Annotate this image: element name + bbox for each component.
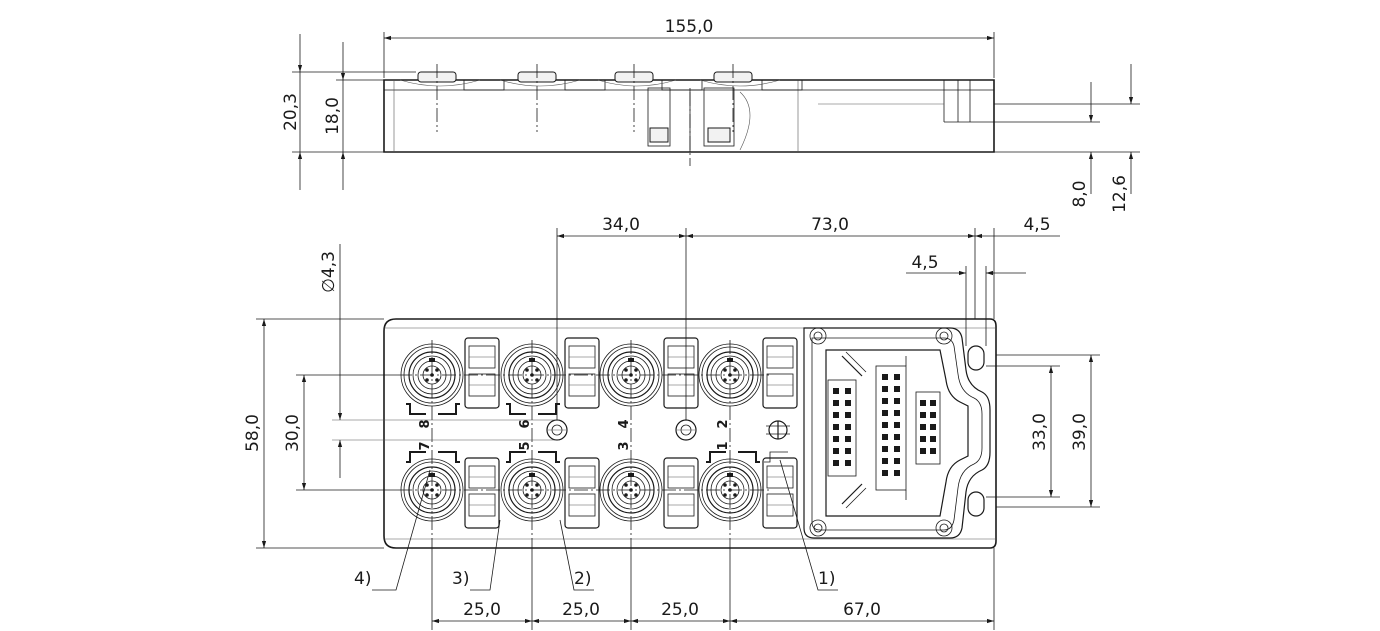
dim-height-body: 18,0	[323, 97, 343, 135]
dim-height-total: 20,3	[281, 93, 301, 131]
port-number-2: 2	[716, 419, 731, 428]
callout-2: 2)	[574, 569, 591, 589]
dim-slot-39: 39,0	[1070, 413, 1090, 451]
dim-side-12-6: 12,6	[1110, 175, 1130, 213]
dim-span-73: 73,0	[811, 215, 849, 235]
dim-pitch-25-b: 25,0	[562, 600, 600, 620]
port-number-8: 8	[418, 419, 433, 428]
dim-hole-spacing: 34,0	[602, 215, 640, 235]
port-numbers: 1 2 3 4 5 6 7 8	[418, 419, 731, 450]
callout-4: 4)	[354, 569, 371, 589]
dim-edge-mid: 4,5	[911, 253, 938, 273]
port-number-4: 4	[617, 419, 632, 428]
bus-symbol-icon	[766, 420, 790, 440]
side-dimensions	[292, 32, 1140, 194]
dim-hole-diameter: ∅4,3	[319, 251, 339, 293]
dim-pitch-25-c: 25,0	[661, 600, 699, 620]
dim-span-67: 67,0	[843, 600, 881, 620]
dim-slot-33: 33,0	[1030, 413, 1050, 451]
top-dimensions	[256, 228, 1100, 630]
port-number-1: 1	[716, 441, 731, 450]
port-number-3: 3	[617, 441, 632, 450]
port-number-5: 5	[518, 441, 533, 450]
callout-3: 3)	[452, 569, 469, 589]
dim-side-8: 8,0	[1070, 180, 1090, 207]
callout-1: 1)	[818, 569, 835, 589]
port-number-6: 6	[518, 419, 533, 428]
dim-width-58: 58,0	[243, 414, 263, 452]
dim-pitch-25-a: 25,0	[463, 600, 501, 620]
top-view	[383, 318, 997, 552]
side-view	[383, 64, 995, 166]
dim-pitch-30: 30,0	[283, 414, 303, 452]
port-number-7: 7	[418, 441, 433, 450]
dim-overall-length: 155,0	[665, 17, 714, 37]
terminal-compartment	[803, 327, 991, 539]
dimension-labels: 155,0 20,3 18,0 8,0 12,6 34,0 73,0 4,5 4…	[243, 17, 1130, 620]
dim-edge-top: 4,5	[1023, 215, 1050, 235]
